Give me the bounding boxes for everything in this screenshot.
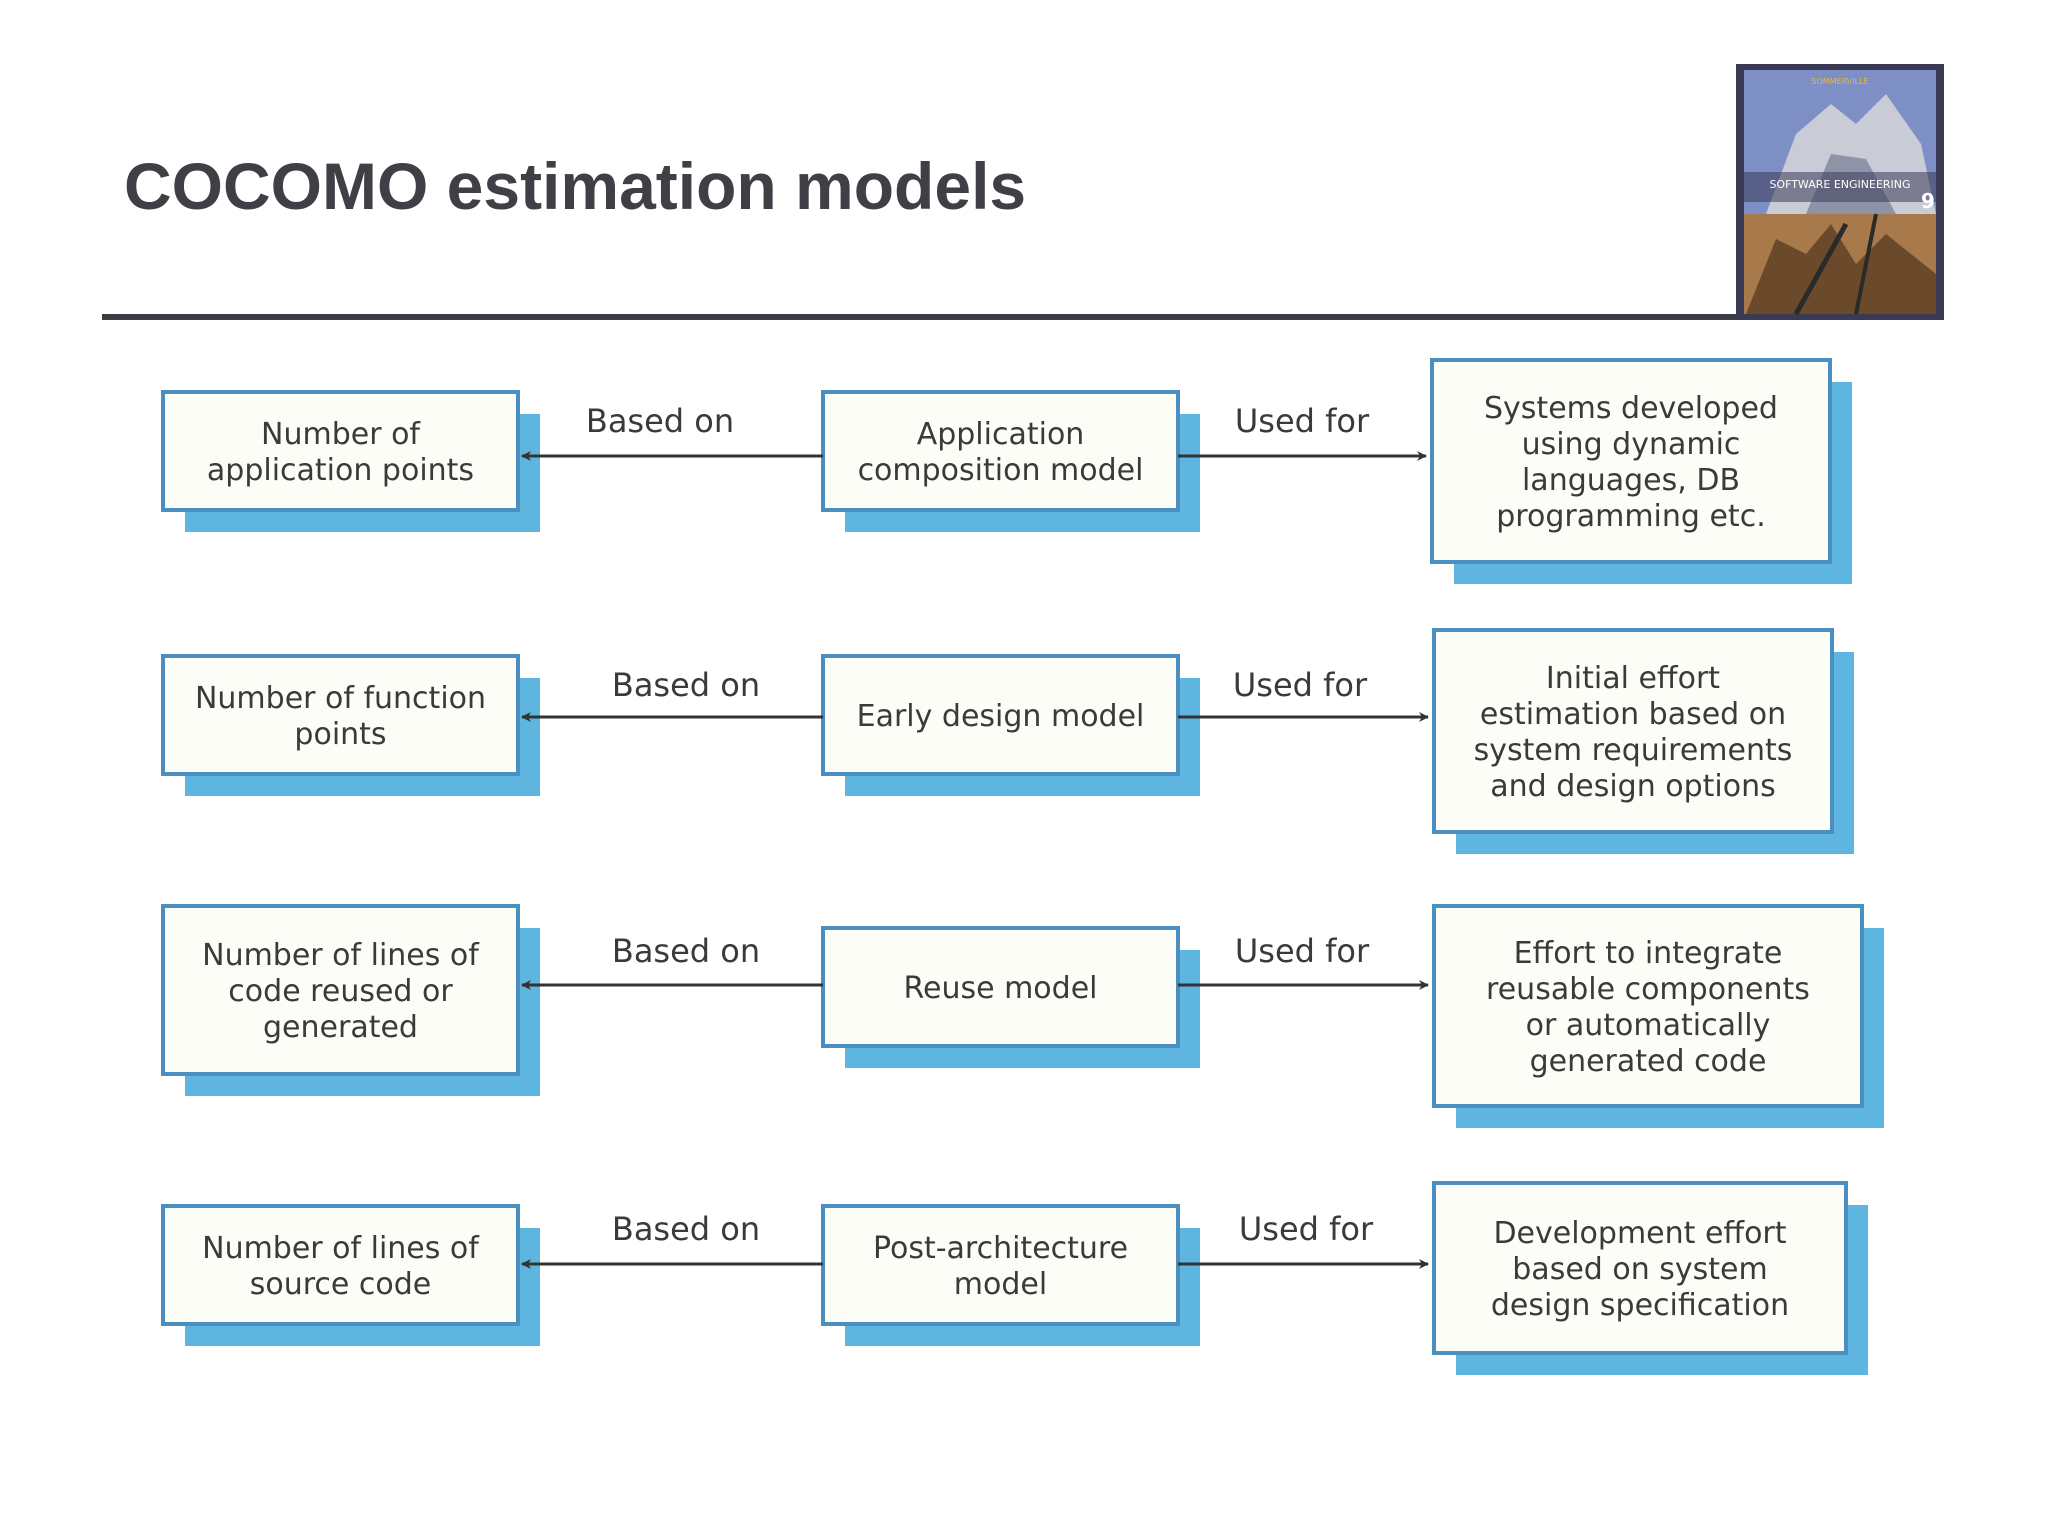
model-box-frame [821, 926, 1180, 1048]
usage-box-text-line: based on system [1512, 1252, 1767, 1287]
book-author: SOMMERVILLE [1811, 77, 1868, 86]
model-box-frame [821, 1204, 1180, 1326]
usage-box-text-line: estimation based on [1480, 697, 1786, 732]
basis-box-frame [161, 390, 520, 512]
model-box-text-line: Application [917, 417, 1085, 452]
usage-box-frame [1432, 1181, 1848, 1355]
usage-box-text-line: programming etc. [1496, 499, 1765, 534]
basis-box-text-line: application points [207, 453, 474, 488]
title-divider [102, 314, 1742, 320]
basis-box-frame [161, 1204, 520, 1326]
slide-title: COCOMO estimation models [124, 149, 1027, 223]
model-box: Early design model [821, 654, 1200, 796]
usage-box-frame [1432, 628, 1834, 834]
model-box-text-line: model [954, 1267, 1047, 1302]
usage-box-text-line: languages, DB [1522, 463, 1740, 498]
basis-box-frame [161, 904, 520, 1076]
used-for-label: Used for [1235, 932, 1370, 970]
usage-box-frame [1430, 358, 1832, 564]
basis-box-text-line: points [294, 717, 386, 752]
used-for-label: Used for [1233, 666, 1368, 704]
basis-box-text-line: Number of function [195, 681, 486, 716]
usage-box-text-line: Effort to integrate [1514, 936, 1783, 971]
usage-box-text-line: Development effort [1493, 1216, 1786, 1251]
basis-box-text-line: code reused or [228, 974, 453, 1009]
usage-box-text-line: system requirements [1474, 733, 1793, 768]
usage-box-text-line: generated code [1530, 1044, 1767, 1079]
book-title: SOFTWARE ENGINEERING [1769, 178, 1910, 191]
usage-box-text-line: or automatically [1526, 1008, 1771, 1043]
basis-box-text-line: generated [263, 1010, 418, 1045]
based-on-label: Based on [612, 1210, 760, 1248]
model-box-frame [821, 390, 1180, 512]
based-on-label: Based on [586, 402, 734, 440]
usage-box-text-line: Systems developed [1484, 391, 1778, 426]
book-edition: 9 [1921, 189, 1935, 213]
usage-box-frame [1432, 904, 1864, 1108]
model-box-text-line: Post-architecture [873, 1231, 1128, 1266]
model-box-text-line: Early design model [857, 699, 1145, 734]
usage-box-text-line: and design options [1490, 769, 1776, 804]
used-for-label: Used for [1235, 402, 1370, 440]
model-box-text-line: Reuse model [903, 971, 1097, 1006]
based-on-label: Based on [612, 932, 760, 970]
basis-box-frame [161, 654, 520, 776]
basis-box-text-line: Number of lines of [202, 1231, 480, 1266]
basis-box-text-line: Number of lines of [202, 938, 480, 973]
usage-box-text-line: design specification [1491, 1288, 1789, 1323]
book-cover-image: SOMMERVILLE SOFTWARE ENGINEERING 9 [1736, 64, 1944, 320]
usage-box-text-line: Initial effort [1546, 661, 1720, 696]
basis-box-text-line: Number of [261, 417, 421, 452]
model-box-frame [821, 654, 1180, 776]
usage-box-text-line: using dynamic [1522, 427, 1741, 462]
used-for-label: Used for [1239, 1210, 1374, 1248]
basis-box-text-line: source code [250, 1267, 432, 1302]
usage-box-text-line: reusable components [1486, 972, 1810, 1007]
model-box: Reuse model [821, 926, 1200, 1068]
based-on-label: Based on [612, 666, 760, 704]
model-box-text-line: composition model [858, 453, 1144, 488]
